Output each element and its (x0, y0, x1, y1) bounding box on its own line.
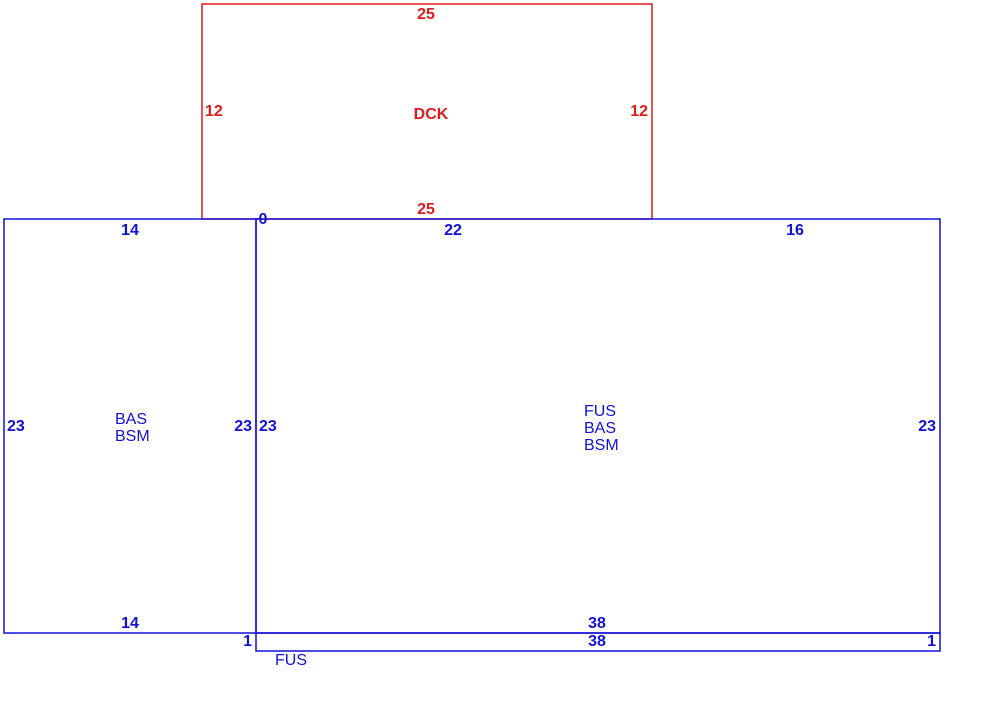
left-section-bottom-dimension: 14 (121, 615, 139, 632)
strip-left-dimension: 1 (243, 633, 252, 650)
main-section-top-left-dimension: 22 (444, 222, 462, 239)
main-section-corner-dimension: 0 (259, 211, 268, 228)
main-section-right-dimension: 23 (918, 418, 936, 435)
left-section-top-dimension: 14 (121, 222, 139, 239)
strip-right-dimension: 1 (927, 633, 936, 650)
left-section-right-dimension: 23 (234, 418, 252, 435)
main-section-code-2: BAS (584, 420, 616, 437)
deck-left-dimension: 12 (205, 103, 223, 120)
left-section-code-2: BSM (115, 428, 150, 445)
deck-code: DCK (414, 106, 449, 123)
deck-right-dimension: 12 (630, 103, 648, 120)
strip-bottom-dimension: 38 (588, 633, 606, 650)
strip-outline (255, 632, 941, 652)
main-section-code-1: FUS (584, 403, 616, 420)
deck-bottom-dimension: 25 (417, 201, 435, 218)
main-section-top-right-dimension: 16 (786, 222, 804, 239)
left-section-code-1: BAS (115, 411, 147, 428)
main-section-left-dimension: 23 (259, 418, 277, 435)
deck-top-dimension: 25 (417, 6, 435, 23)
main-section-code-3: BSM (584, 437, 619, 454)
strip-code: FUS (275, 652, 307, 669)
main-section-bottom-dimension: 38 (588, 615, 606, 632)
left-section-left-dimension: 23 (7, 418, 25, 435)
